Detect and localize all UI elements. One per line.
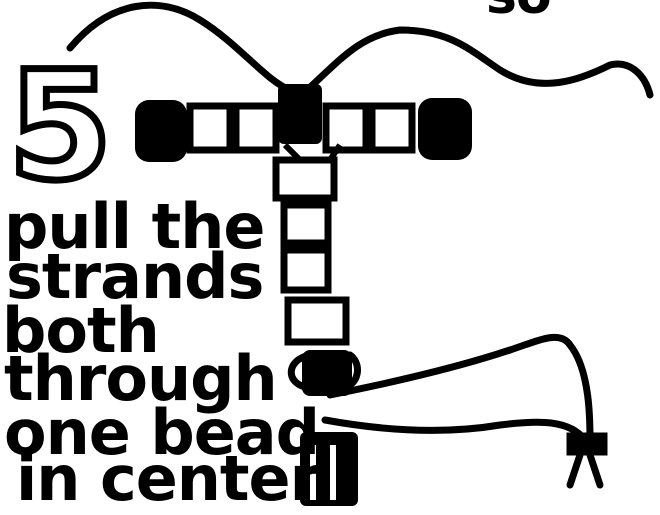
bead-light	[284, 205, 328, 243]
bead-dark-left	[135, 100, 187, 162]
bead-light	[190, 106, 230, 150]
bead-light	[372, 106, 412, 150]
strand-loop-lower	[325, 420, 585, 440]
strand-top-right	[305, 30, 650, 95]
bead-light	[284, 250, 328, 290]
bead-dark-center	[278, 84, 322, 144]
bead-light	[276, 160, 334, 198]
bead-dark-right	[418, 98, 472, 160]
instruction-line-6: in center	[16, 448, 319, 510]
bead-dangling	[570, 436, 604, 485]
bead-light	[288, 300, 346, 342]
bead-dark	[302, 350, 352, 396]
bead-light	[236, 106, 276, 150]
bead-row-horizontal	[135, 84, 472, 162]
step-number: 5	[8, 52, 111, 202]
bead-light	[326, 106, 366, 150]
top-right-text-fragment: so	[486, 0, 551, 22]
